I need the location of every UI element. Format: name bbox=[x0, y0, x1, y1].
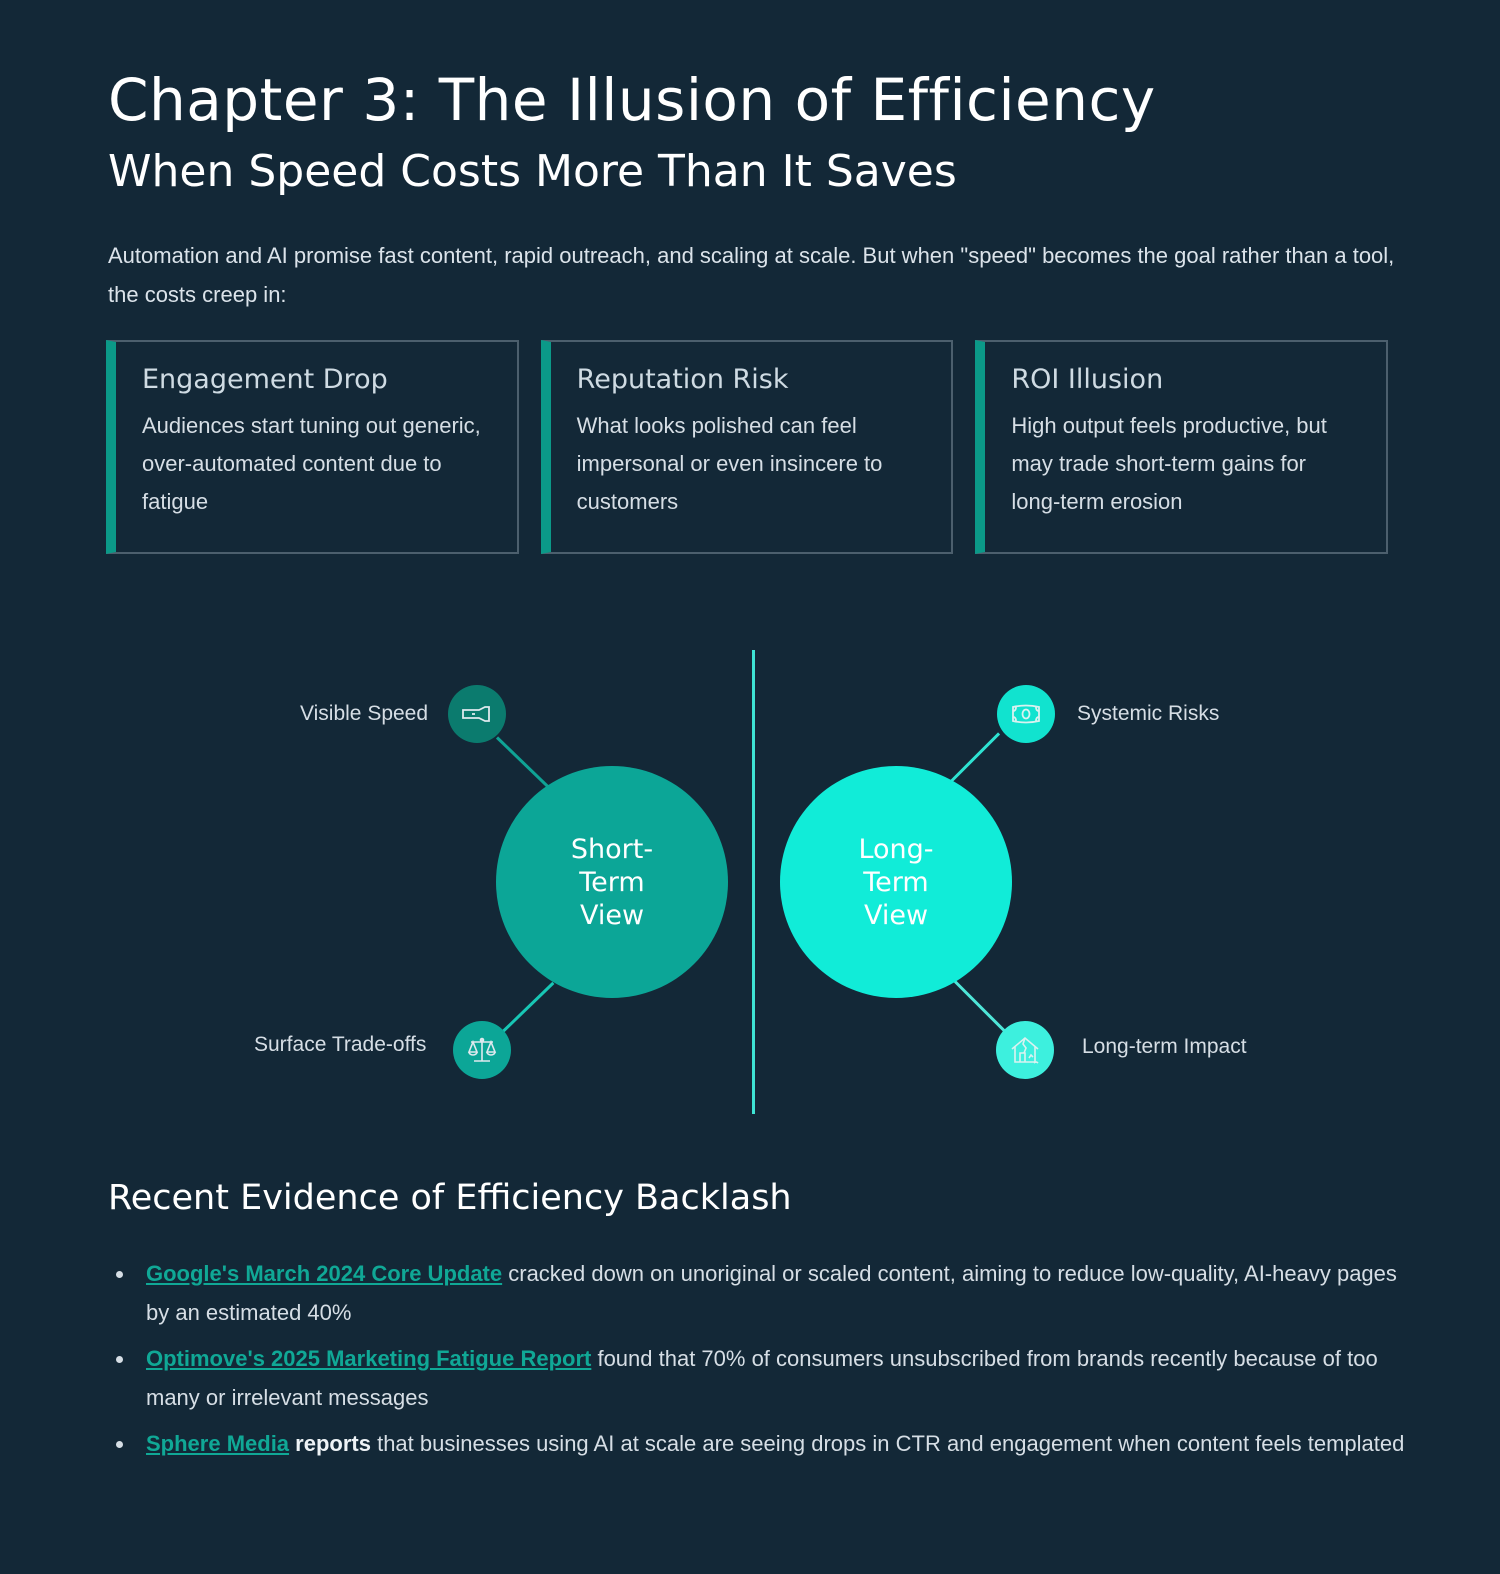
page-subtitle: When Speed Costs More Than It Saves bbox=[108, 146, 957, 197]
node-label-visible-speed: Visible Speed bbox=[300, 702, 429, 725]
evidence-text: cracked down on unoriginal or scaled con… bbox=[146, 1261, 1397, 1325]
connector-visible-speed bbox=[495, 736, 550, 789]
node-systemic-risks bbox=[997, 685, 1055, 743]
cost-cards: Engagement Drop Audiences start tuning o… bbox=[106, 340, 1389, 554]
connector-surface-tradeoffs bbox=[501, 981, 555, 1033]
flashlight-icon bbox=[462, 706, 490, 722]
evidence-list: Google's March 2024 Core Update cracked … bbox=[108, 1254, 1416, 1470]
card-roi-illusion: ROI Illusion High output feels productiv… bbox=[975, 340, 1389, 554]
card-title: ROI Illusion bbox=[1011, 364, 1164, 395]
connector-systemic-risks bbox=[949, 732, 1001, 783]
node-label-systemic-risks: Systemic Risks bbox=[1077, 702, 1220, 725]
evidence-link-sphere-media[interactable]: Sphere Media bbox=[146, 1431, 290, 1456]
node-label-surface-tradeoffs: Surface Trade-offs bbox=[254, 1033, 427, 1056]
node-long-term-impact bbox=[996, 1021, 1054, 1079]
list-item: Google's March 2024 Core Update cracked … bbox=[116, 1254, 1416, 1332]
list-item: Sphere Media reports that businesses usi… bbox=[116, 1424, 1416, 1463]
evidence-text: found that 70% of consumers unsubscribed… bbox=[146, 1346, 1378, 1410]
page-title: Chapter 3: The Illusion of Efficiency bbox=[108, 66, 1156, 134]
card-reputation-risk: Reputation Risk What looks polished can … bbox=[540, 340, 954, 554]
evidence-link-optimove[interactable]: Optimove's 2025 Marketing Fatigue Report bbox=[146, 1346, 592, 1371]
node-label-long-term-impact: Long-term Impact bbox=[1082, 1035, 1247, 1058]
node-surface-tradeoffs bbox=[453, 1021, 511, 1079]
intro-paragraph: Automation and AI promise fast content, … bbox=[108, 243, 1395, 307]
card-engagement-drop: Engagement Drop Audiences start tuning o… bbox=[106, 340, 519, 554]
cracked-house-icon bbox=[1011, 1036, 1039, 1064]
evidence-text: that businesses using AI at scale are se… bbox=[370, 1431, 1405, 1456]
connector-long-term-impact bbox=[953, 980, 1006, 1033]
evidence-link-google[interactable]: Google's March 2024 Core Update bbox=[146, 1261, 503, 1286]
card-body: What looks polished can feel impersonal … bbox=[576, 413, 883, 514]
money-bill-icon bbox=[1012, 704, 1040, 724]
card-title: Engagement Drop bbox=[142, 364, 388, 395]
divider-line bbox=[752, 650, 755, 1114]
scales-icon bbox=[467, 1037, 497, 1062]
list-item: Optimove's 2025 Marketing Fatigue Report… bbox=[116, 1339, 1416, 1417]
evidence-heading: Recent Evidence of Efficiency Backlash bbox=[108, 1178, 792, 1218]
card-body: High output feels productive, but may tr… bbox=[1011, 413, 1327, 514]
card-title: Reputation Risk bbox=[576, 364, 789, 395]
evidence-bold: reports bbox=[289, 1431, 371, 1456]
card-body: Audiences start tuning out generic, over… bbox=[142, 413, 481, 514]
node-visible-speed bbox=[448, 685, 506, 743]
